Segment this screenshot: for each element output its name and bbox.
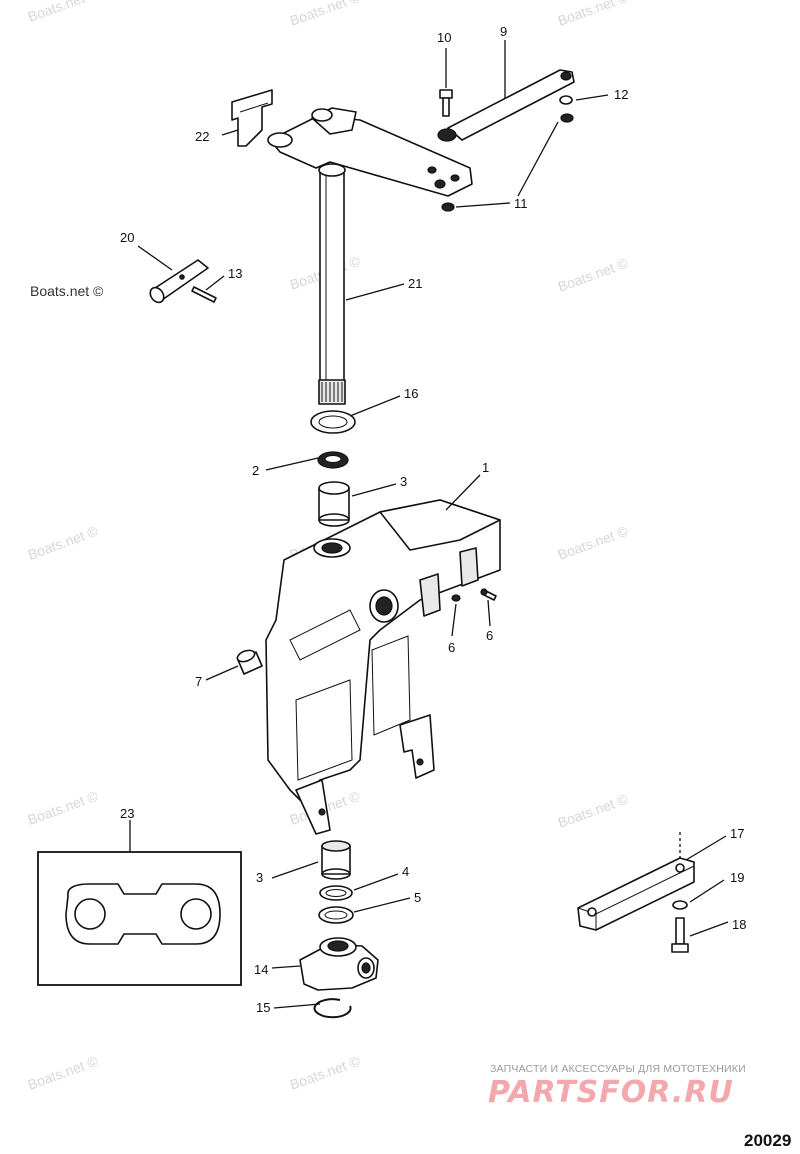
part-23-gasket-panel: [37, 851, 242, 986]
brand-logo-text: PARTSFOR.RU: [488, 1075, 734, 1110]
part-8-screw: [480, 588, 497, 601]
part-14-yoke: [299, 937, 379, 991]
part-1-swivel-bracket: [265, 499, 501, 835]
callout-5: 5: [414, 890, 421, 905]
callout-7: 7: [195, 674, 202, 689]
part-15-retaining-ring: [313, 998, 352, 1019]
part-12-washer: [559, 95, 573, 105]
part-7-bushing: [236, 649, 263, 675]
brand-tagline: ЗАПЧАСТИ И АКСЕССУАРЫ ДЛЯ МОТОТЕХНИКИ: [490, 1063, 746, 1075]
part-5-washer: [318, 906, 354, 924]
watermark: Boats.net ©: [30, 283, 104, 299]
watermark: Boats.net ©: [288, 0, 363, 29]
watermark: Boats.net ©: [288, 1052, 363, 1092]
callout-3-lower: 3: [256, 870, 263, 885]
watermark: Boats.net ©: [556, 790, 631, 830]
leader-lines: [129, 40, 729, 1009]
part-2-seal: [317, 451, 349, 469]
callout-11: 11: [514, 196, 528, 211]
part-6-screw: [451, 594, 461, 602]
part-9-link-rod: [437, 69, 575, 142]
callout-20: 20: [120, 230, 134, 245]
callout-4: 4: [402, 864, 409, 879]
callout-10: 10: [437, 30, 451, 45]
watermark: Boats.net ©: [26, 0, 101, 25]
callout-22: 22: [195, 129, 209, 144]
callout-13: 13: [228, 266, 242, 281]
watermark: Boats.net ©: [26, 1052, 101, 1092]
callout-6-right: 6: [486, 628, 493, 643]
part-20-pin: [149, 259, 209, 304]
part-11-nut-upper: [560, 113, 574, 123]
part-11-nut-lower: [441, 202, 455, 212]
callout-16: 16: [404, 386, 418, 401]
callout-labels: 1 2 3 3 4 5 6 6 7 9 10 11 12 13 14 15 16…: [120, 24, 746, 1015]
part-21-swivel-shaft: [267, 107, 473, 405]
callout-18: 18: [732, 917, 746, 932]
diagram-number: 20029: [744, 1131, 791, 1150]
watermark: Boats.net ©: [556, 0, 631, 29]
callout-15: 15: [256, 1000, 270, 1015]
callout-6-left: 6: [448, 640, 455, 655]
watermark: Boats.net ©: [26, 522, 101, 562]
callout-19: 19: [730, 870, 744, 885]
watermark: Boats.net ©: [26, 787, 101, 827]
callout-12: 12: [614, 87, 628, 102]
part-10-bolt: [439, 89, 453, 117]
part-16-thrust-washer: [310, 410, 356, 434]
watermark: Boats.net ©: [556, 522, 631, 562]
part-18-bolt: [671, 917, 689, 953]
brand-mark: ЗАПЧАСТИ И АКСЕССУАРЫ ДЛЯ МОТОТЕХНИКИ PA…: [488, 1063, 746, 1110]
callout-23: 23: [120, 806, 134, 821]
callout-2: 2: [252, 463, 259, 478]
callout-17: 17: [730, 826, 744, 841]
part-22-plate: [231, 89, 273, 147]
watermark: Boats.net ©: [556, 254, 631, 294]
part-3-bushing-upper: [318, 481, 350, 527]
part-4-washer: [319, 885, 353, 901]
part-3-bushing-lower: [321, 840, 351, 880]
callout-9: 9: [500, 24, 507, 39]
callout-1: 1: [482, 460, 489, 475]
part-19-washer: [672, 900, 688, 910]
callout-3-upper: 3: [400, 474, 407, 489]
part-13-cotter-pin: [191, 286, 217, 303]
callout-14: 14: [254, 962, 268, 977]
callout-21: 21: [408, 276, 422, 291]
